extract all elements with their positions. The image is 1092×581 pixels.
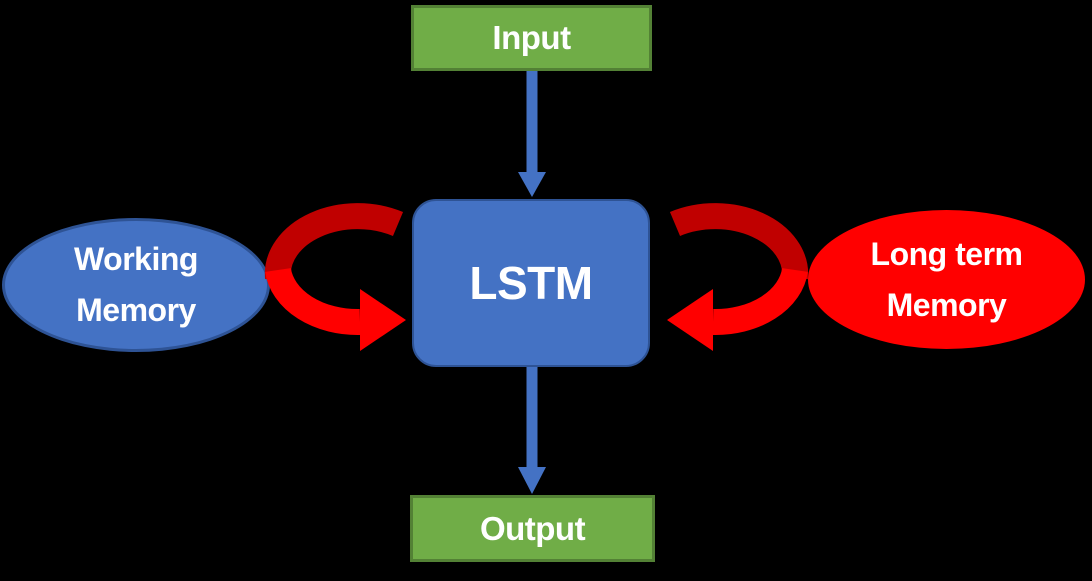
lstm-node: LSTM [412,199,650,367]
input-to-lstm-arrowhead-icon [518,172,546,197]
long-term-memory-node: Long term Memory [808,210,1085,349]
long-term-memory-loop-back-band [669,203,809,280]
working-memory-loop-back-band [264,203,404,280]
working-memory-label-line1: Working [74,241,198,278]
lstm-to-output-arrow [518,367,546,494]
long-term-memory-loop-arrowhead-icon [667,289,713,351]
lstm-to-output-arrowhead-icon [518,467,546,494]
working-memory-recurrent-arrow [264,203,406,351]
long-term-memory-label-line2: Memory [886,286,1007,323]
working-memory-loop-arrowhead-icon [360,289,406,351]
working-memory-loop-front-band [265,267,361,336]
long-term-memory-recurrent-arrow [667,203,809,351]
input-node-label: Input [492,19,571,56]
working-memory-node: Working Memory [2,218,270,352]
output-node: Output [410,495,655,562]
working-memory-label-line2: Memory [76,292,196,328]
input-to-lstm-arrow [518,71,546,197]
input-node: Input [411,5,652,71]
long-term-memory-label-line1: Long term [870,235,1023,272]
long-term-memory-loop-front-band [712,267,808,336]
lstm-node-label: LSTM [469,257,593,309]
output-node-label: Output [479,509,586,547]
